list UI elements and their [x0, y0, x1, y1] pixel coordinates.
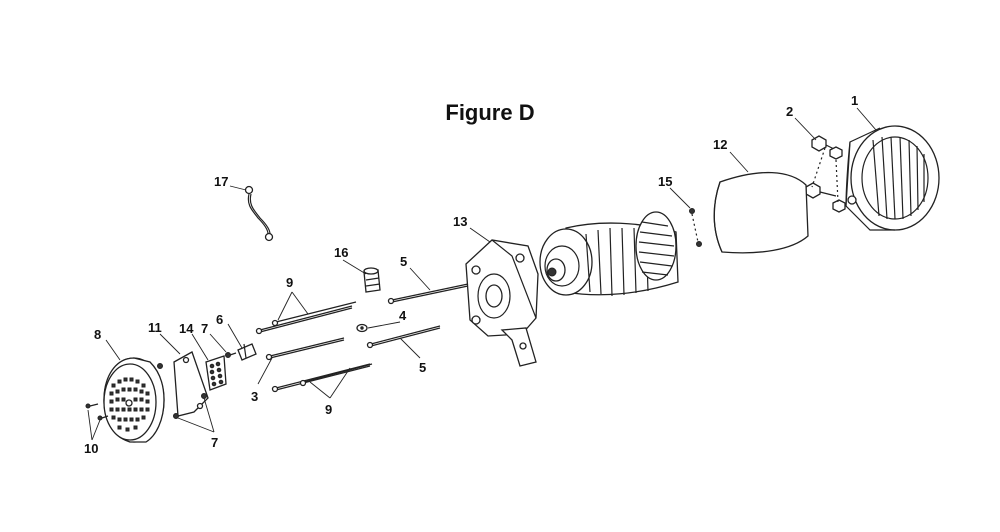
- callout-1: 1: [851, 93, 858, 108]
- part-3-stud: [265, 337, 345, 361]
- part-6-bracket: [237, 343, 257, 361]
- part-1-rear-housing: [845, 125, 940, 231]
- callout-9-lower: 9: [325, 402, 332, 417]
- part-9-studs-upper: [255, 301, 357, 335]
- part-14-terminal-strip: [205, 355, 227, 391]
- callout-9-upper: 9: [286, 275, 293, 290]
- callout-3: 3: [251, 389, 258, 404]
- part-5-through-bolts: [366, 283, 469, 349]
- callout-6: 6: [216, 312, 223, 327]
- callout-7-upper: 7: [201, 321, 208, 336]
- callout-7-lower: 7: [211, 435, 218, 450]
- callout-5-upper: 5: [400, 254, 407, 269]
- leader-lines: [87, 107, 877, 441]
- callout-5-lower: 5: [419, 360, 426, 375]
- callout-12: 12: [713, 137, 727, 152]
- callout-17: 17: [214, 174, 228, 189]
- callout-labels: 1 2 12 15 13 16 5 17 9 4 6 8 11 14 7 3 5…: [84, 93, 858, 456]
- part-2-bolts: [805, 135, 846, 213]
- part-9-studs-lower: [271, 363, 373, 393]
- part-12-stator-sleeve: [713, 171, 809, 254]
- part-7-screws-lower: [157, 363, 207, 419]
- callout-4: 4: [399, 308, 407, 323]
- callout-11: 11: [148, 320, 162, 335]
- callout-8: 8: [94, 327, 101, 342]
- part-4-washer: [356, 323, 368, 333]
- callout-13: 13: [453, 214, 467, 229]
- part-16-grommet: [363, 267, 381, 293]
- part-7-screw-upper: [225, 352, 237, 358]
- part-8-end-cover: [103, 357, 165, 443]
- callout-10: 10: [84, 441, 98, 456]
- part-13-end-bell: [465, 239, 539, 367]
- part-11-cover-plate: [173, 351, 209, 417]
- rotor-assembly: [539, 211, 679, 297]
- part-10-screws: [85, 403, 109, 421]
- callout-15: 15: [658, 174, 672, 189]
- part-17-wire-lead: [244, 185, 274, 242]
- callout-14: 14: [179, 321, 194, 336]
- figure-title: Figure D: [445, 100, 535, 125]
- part-15-pins: [689, 208, 702, 247]
- callout-16: 16: [334, 245, 348, 260]
- callout-2: 2: [786, 104, 793, 119]
